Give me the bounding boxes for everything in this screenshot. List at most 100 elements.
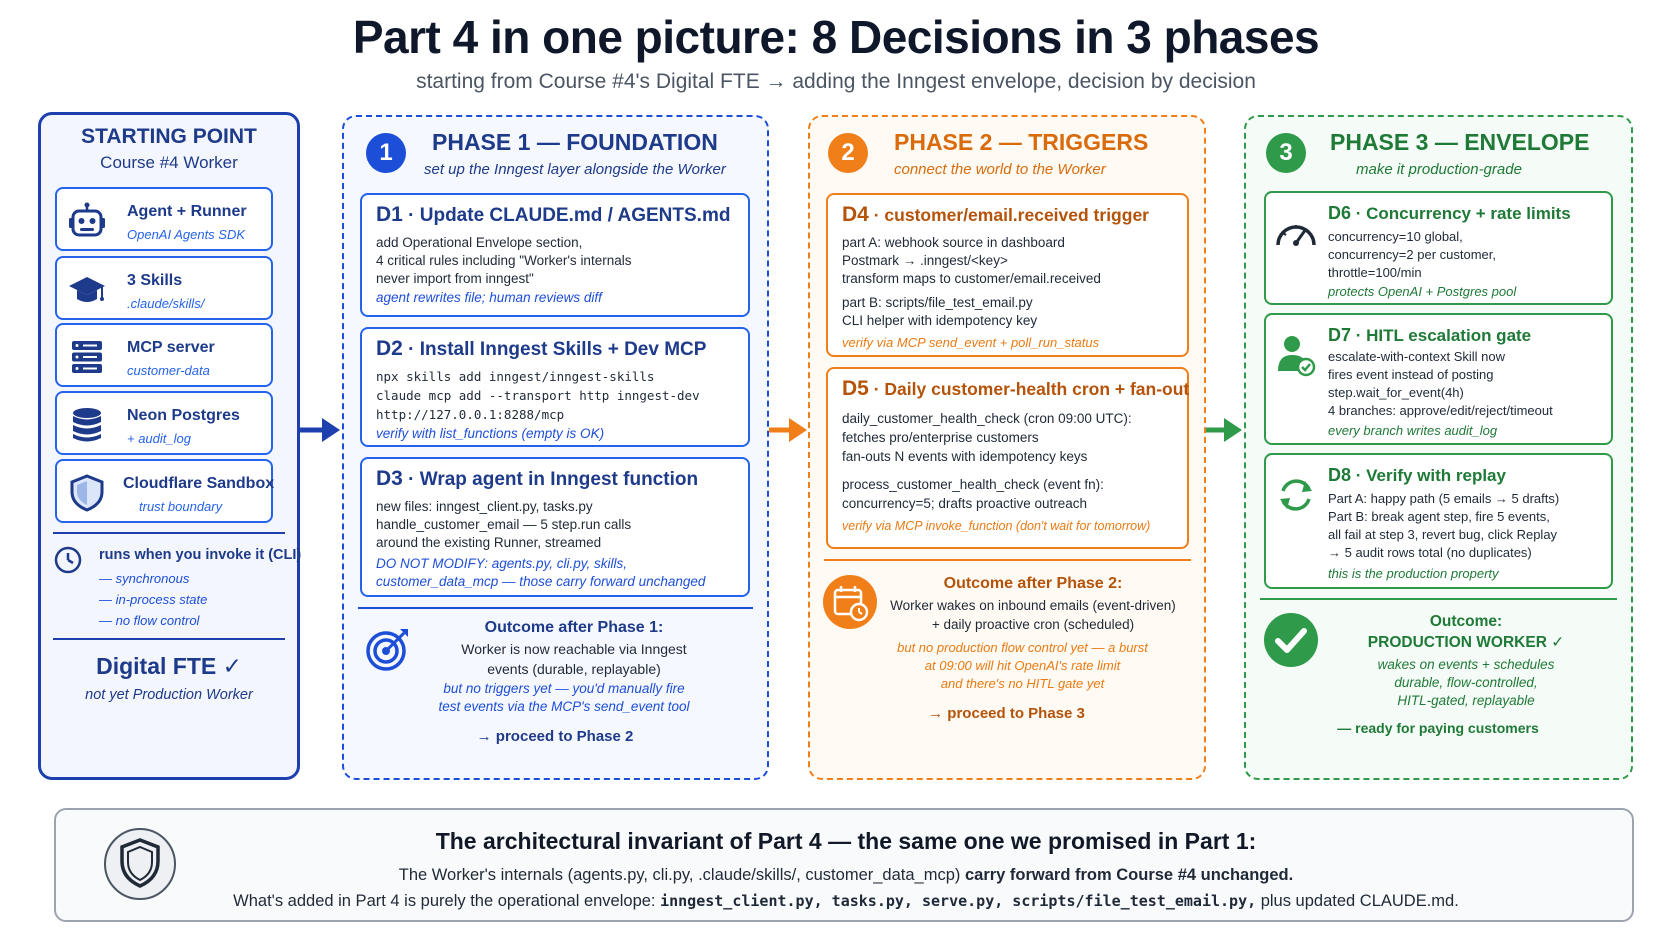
decision-line: Part A: happy path (5 emails → 5 drafts) — [1328, 491, 1560, 506]
invariant-text: The Worker's internals (agents.py, cli.p… — [398, 866, 965, 884]
decision-line: part B: scripts/file_test_email.py — [842, 295, 1033, 310]
runs-label: runs when you invoke it (CLI) — [99, 547, 302, 563]
decision-line: npx skills add inngest/inngest-skills — [376, 369, 655, 384]
decision-card-d5: D5 · Daily customer-health cron + fan-ou… — [826, 367, 1189, 549]
decision-line: daily_customer_health_check (cron 09:00 … — [842, 411, 1132, 426]
decision-line: → 5 audit rows total (no duplicates) — [1328, 545, 1532, 560]
decision-note: protects OpenAI + Postgres pool — [1328, 284, 1517, 299]
component-card-skills: 3 Skills .claude/skills/ — [55, 256, 273, 320]
decision-line: new files: inngest_client.py, tasks.py — [376, 499, 593, 514]
invariant-title: The architectural invariant of Part 4 — … — [435, 828, 1257, 854]
component-card-cloudflare-sandbox: Cloudflare Sandbox trust boundary — [55, 459, 275, 523]
phase2-outcome-line: Worker wakes on inbound emails (event-dr… — [890, 598, 1176, 613]
phase2-outcome-note: and there's no HITL gate yet — [940, 676, 1105, 691]
phase3-title: PHASE 3 — ENVELOPE — [1330, 129, 1590, 155]
decision-number: D8 — [1328, 465, 1352, 485]
decision-line: around the existing Runner, streamed — [376, 535, 602, 550]
runs-item: — no flow control — [99, 613, 200, 628]
decision-line: transform maps to customer/email.receive… — [842, 271, 1101, 286]
decision-name: Update CLAUDE.md / AGENTS.md — [419, 205, 731, 226]
decision-number: D7 — [1328, 325, 1352, 345]
component-card-mcp-server: MCP server customer-data — [55, 323, 273, 387]
phase1-outcome-title: Outcome after Phase 1: — [484, 619, 664, 636]
decision-title: D3 · Wrap agent in Inngest function — [376, 467, 699, 490]
divider — [53, 638, 285, 640]
phase1-outcome-note: but no triggers yet — you'd manually fir… — [443, 681, 685, 696]
runs-item: — synchronous — [99, 571, 190, 586]
decision-number: D5 — [842, 377, 869, 400]
clock-icon — [54, 546, 82, 574]
phase1-outcome-note: test events via the MCP's send_event too… — [438, 699, 690, 714]
component-card-neon-postgres: Neon Postgres + audit_log — [55, 391, 273, 455]
component-desc: .claude/skills/ — [127, 296, 205, 311]
invariant-line-1: The Worker's internals (agents.py, cli.p… — [56, 866, 1636, 885]
component-name: Agent + Runner — [127, 203, 247, 220]
phase1-proceed: → proceed to Phase 2 — [476, 728, 634, 745]
decision-line: claude mcp add --transport http inngest-… — [376, 388, 700, 403]
decision-line: throttle=100/min — [1328, 265, 1422, 280]
decision-line: Part B: break agent step, fire 5 events, — [1328, 509, 1550, 524]
decision-name: Verify with replay — [1366, 466, 1506, 485]
component-card-agent-runner: Agent + Runner OpenAI Agents SDK — [55, 187, 273, 251]
decision-note: verify via MCP invoke_function (don't wa… — [842, 519, 1151, 533]
decision-title: D4 · customer/email.received trigger — [842, 203, 1149, 226]
phase1-badge: 1 — [366, 133, 406, 173]
phase2-badge: 2 — [828, 133, 868, 173]
decision-number: D3 — [376, 467, 403, 490]
invariant-text: What's added in Part 4 is purely the ope… — [233, 892, 661, 910]
component-name: Neon Postgres — [127, 407, 240, 424]
invariant-emphasis: carry forward from Course #4 unchanged. — [964, 866, 1294, 884]
phase3-outcome-note: HITL-gated, replayable — [1397, 693, 1535, 708]
phase3-outcome-title2: PRODUCTION WORKER ✓ — [1367, 634, 1565, 651]
component-desc: OpenAI Agents SDK — [127, 227, 246, 242]
starting-point-panel: STARTING POINT Course #4 Worker Agent + … — [38, 112, 302, 780]
phase1-panel: 1 PHASE 1 — FOUNDATION set up the Innges… — [342, 115, 769, 780]
component-desc: trust boundary — [139, 499, 223, 514]
calendar-clock-icon — [823, 575, 877, 629]
decision-number: D6 — [1328, 203, 1352, 223]
user-check-icon — [1278, 336, 1316, 377]
invariant-line-2: What's added in Part 4 is purely the ope… — [56, 892, 1636, 911]
decision-line: 4 branches: approve/edit/reject/timeout — [1328, 403, 1553, 418]
starting-point-title: STARTING POINT — [81, 125, 257, 148]
robot-icon — [69, 202, 105, 237]
phase1-outcome-line: Worker is now reachable via Inngest — [461, 641, 687, 657]
decision-note: verify with list_functions (empty is OK) — [376, 426, 605, 441]
decision-line: add Operational Envelope section, — [376, 235, 583, 250]
decision-line: all fail at step 3, revert bug, click Re… — [1328, 527, 1558, 542]
decision-line: fetches pro/enterprise customers — [842, 430, 1039, 445]
decision-card-d3: D3 · Wrap agent in Inngest function new … — [360, 457, 750, 597]
phase2-outcome-note: at 09:00 will hit OpenAI's rate limit — [924, 658, 1121, 673]
arrow-to-phase1 — [300, 418, 340, 442]
phase2-outcome-note: but no production flow control yet — a b… — [897, 640, 1148, 655]
decision-note: every branch writes audit_log — [1328, 423, 1498, 438]
component-name: 3 Skills — [127, 272, 183, 289]
decision-line: concurrency=5; drafts proactive outreach — [842, 496, 1088, 511]
phase3-outcome-note: durable, flow-controlled, — [1394, 675, 1538, 690]
phase2-outcome-line: + daily proactive cron (scheduled) — [931, 617, 1135, 632]
phase2-panel: 2 PHASE 2 — TRIGGERS connect the world t… — [808, 115, 1206, 780]
decision-number: D4 — [842, 203, 869, 226]
phase1-title: PHASE 1 — FOUNDATION — [432, 129, 718, 155]
decision-line: fan-outs N events with idempotency keys — [842, 449, 1088, 464]
phase2-outcome-title: Outcome after Phase 2: — [943, 575, 1123, 592]
component-name: Cloudflare Sandbox — [123, 475, 275, 492]
component-desc: + audit_log — [127, 431, 191, 446]
decision-card-d6: D6 · Concurrency + rate limits concurren… — [1264, 191, 1613, 305]
decision-line: Postmark → .inngest/<key> — [842, 253, 1008, 268]
decision-name: HITL escalation gate — [1366, 326, 1532, 345]
replay-icon — [1280, 479, 1312, 511]
shield-icon — [70, 474, 104, 512]
decision-line: CLI helper with idempotency key — [842, 313, 1038, 328]
decision-card-d4: D4 · customer/email.received trigger par… — [826, 193, 1189, 357]
component-name: MCP server — [127, 339, 215, 356]
decision-note: customer_data_mcp — those carry forward … — [376, 574, 706, 589]
decision-number: D1 — [376, 203, 403, 226]
divider — [824, 559, 1191, 561]
decision-note: DO NOT MODIFY: agents.py, cli.py, skills… — [376, 556, 628, 571]
decision-card-d1: D1 · Update CLAUDE.md / AGENTS.md add Op… — [360, 193, 750, 317]
target-icon — [366, 629, 408, 671]
decision-line: step.wait_for_event(4h) — [1328, 385, 1464, 400]
decision-line: fires event instead of posting — [1328, 367, 1494, 382]
phase3-panel: 3 PHASE 3 — ENVELOPE make it production-… — [1244, 115, 1633, 780]
